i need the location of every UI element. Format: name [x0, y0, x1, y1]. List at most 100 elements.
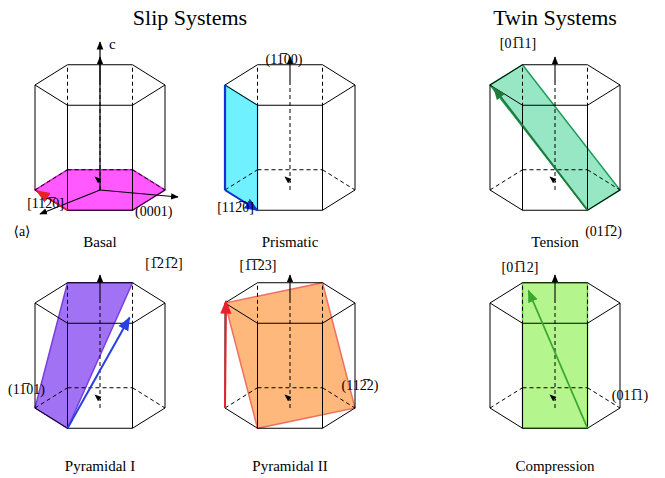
prism-edge	[68, 428, 133, 429]
hexagonal-prism	[35, 42, 178, 214]
prism-edge	[588, 85, 621, 105]
prism-edge	[490, 408, 523, 428]
direction-arrow	[99, 275, 100, 303]
prism-edge	[132, 323, 133, 428]
prism-edge	[522, 323, 523, 428]
pyramidal-plane	[225, 283, 355, 429]
prism-edge	[620, 85, 621, 190]
system-name: Prismatic	[262, 234, 319, 251]
direction-arrow	[550, 177, 556, 182]
prism-edge	[587, 65, 588, 170]
prism-edge	[257, 105, 258, 210]
hexagonal-prism	[225, 275, 355, 428]
prism-edge	[490, 388, 523, 408]
prism-edge	[588, 408, 621, 428]
prism-edge	[35, 170, 68, 190]
prism-edge	[587, 283, 588, 388]
prism-edge	[355, 85, 356, 190]
prism-edge	[35, 85, 36, 190]
prism-edge	[68, 210, 133, 211]
prism-edge	[523, 387, 588, 388]
prism-edge	[322, 283, 323, 388]
system-name: Basal	[83, 234, 116, 251]
direction-index: [112̅0]	[27, 196, 64, 211]
section-heading: Twin Systems	[493, 6, 617, 30]
prism-edge	[323, 65, 356, 85]
prism-edge	[133, 303, 166, 323]
prism-edge	[588, 65, 621, 85]
prism-edge	[588, 190, 621, 210]
direction-arrow	[494, 88, 588, 210]
prism-edge	[588, 303, 621, 323]
direction-arrow	[285, 177, 291, 182]
prism-edge	[68, 387, 133, 388]
plane-index: (112̅2)	[342, 378, 379, 393]
prism-edge	[133, 65, 166, 85]
prism-edge	[35, 408, 68, 428]
prism-edge	[133, 85, 166, 105]
direction-arrow	[95, 395, 101, 400]
prism-edge	[523, 428, 588, 429]
prism-edge	[35, 283, 68, 303]
prism-edge	[225, 170, 258, 190]
prism-edge	[588, 283, 621, 303]
prismatic-plane	[225, 85, 258, 210]
prism-edge	[258, 169, 323, 170]
hexagonal-prism	[490, 275, 620, 428]
plane-index: (11̅00)	[266, 52, 303, 67]
direction-arrow	[68, 318, 130, 429]
prism-edge	[133, 388, 166, 408]
prism-edge	[258, 210, 323, 211]
prism-edge	[323, 85, 356, 105]
plane-index: (0001)	[135, 204, 172, 219]
direction-index: [1̅1̅23]	[240, 258, 277, 273]
prism-edge	[323, 303, 356, 323]
prism-edge	[323, 408, 356, 428]
direction-arrow	[285, 395, 291, 400]
prism-edge	[523, 169, 588, 170]
twin-plane	[523, 283, 588, 429]
prism-edge	[322, 105, 323, 210]
prism-edge	[225, 283, 258, 303]
prism-edge	[490, 283, 523, 303]
prism-edge	[587, 323, 588, 428]
pyramidal-plane	[35, 283, 133, 429]
plane-edge	[224, 85, 226, 190]
prism-edge	[132, 105, 133, 210]
prism-edge	[225, 65, 258, 85]
direction-arrow	[100, 190, 178, 197]
prism-edge	[225, 85, 226, 190]
hexagonal-prism	[35, 275, 165, 428]
prism-edge	[225, 303, 258, 323]
prism-edge	[490, 65, 523, 85]
prism-edge	[67, 105, 68, 210]
prism-edge	[588, 170, 621, 190]
prism-edge	[67, 323, 68, 428]
prism-edge	[490, 303, 523, 323]
system-name: Pyramidal I	[65, 458, 135, 475]
direction-arrow	[99, 42, 100, 190]
prism-edge	[165, 303, 166, 408]
prism-edge	[490, 85, 491, 190]
plane-index: (011̅2)	[585, 224, 622, 239]
prism-edge	[35, 303, 68, 323]
prism-edge	[522, 283, 523, 388]
c-axis	[290, 85, 291, 190]
prism-edge	[587, 105, 588, 210]
direction-arrow	[554, 275, 555, 303]
prism-edge	[258, 387, 323, 388]
direction-arrow	[550, 395, 556, 400]
direction-arrow	[225, 301, 226, 408]
prism-edge	[323, 190, 356, 210]
direction-index: [01̅11]	[500, 36, 536, 51]
system-name: Pyramidal II	[252, 458, 327, 475]
prism-edge	[257, 283, 258, 388]
prism-edge	[165, 85, 166, 190]
prism-edge	[523, 210, 588, 211]
axis-label: ⟨a⟩	[13, 224, 30, 239]
prism-edge	[522, 105, 523, 210]
prism-edge	[67, 65, 68, 170]
axis-label: c	[109, 36, 116, 53]
prism-edge	[490, 190, 523, 210]
